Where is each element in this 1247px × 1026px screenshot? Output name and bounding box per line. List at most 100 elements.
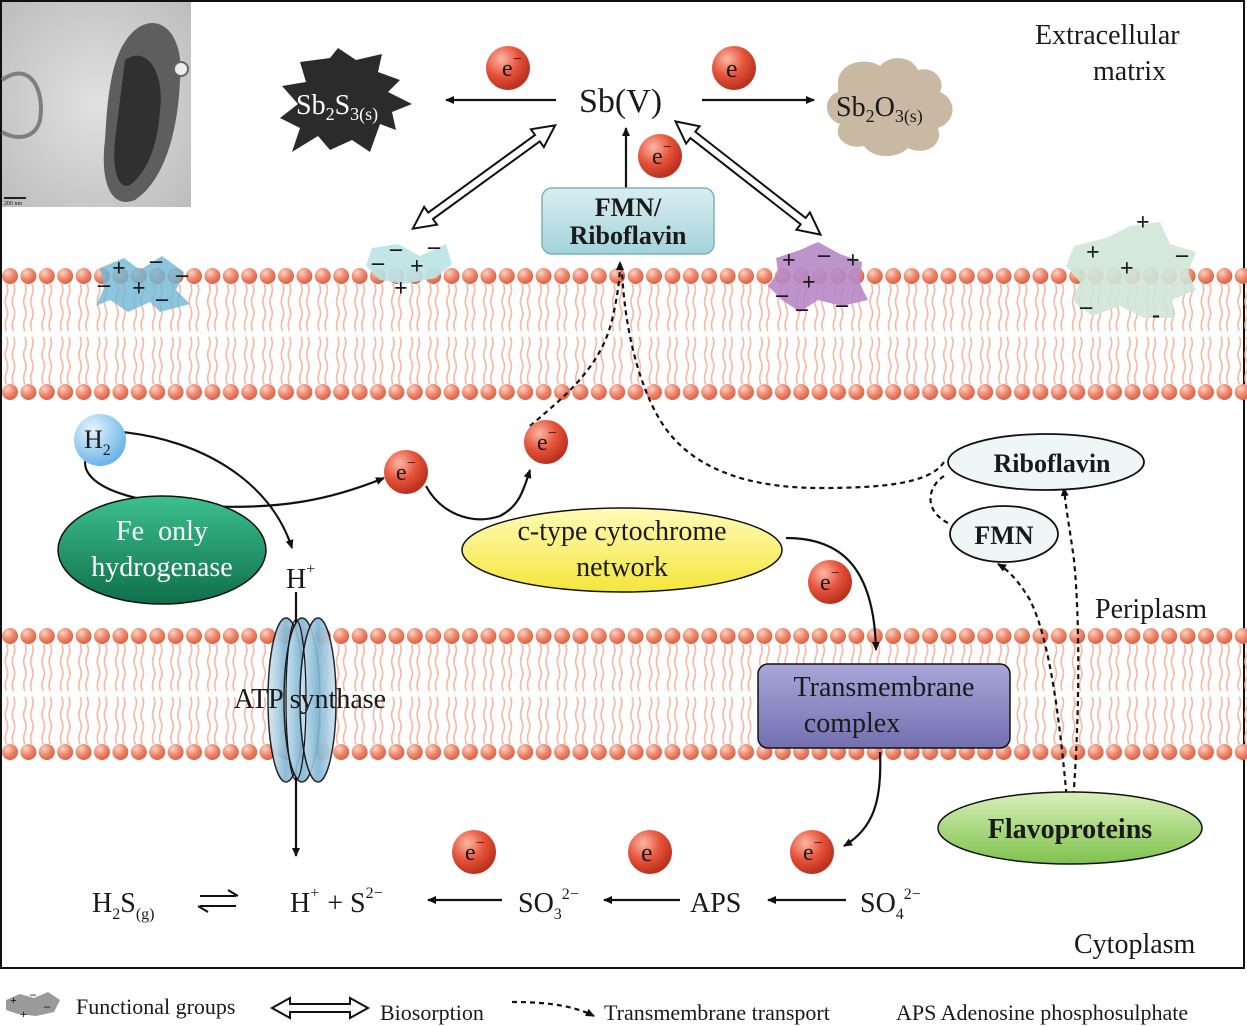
lipid-tail [114, 336, 119, 385]
electron-2: e [712, 46, 756, 90]
lipid-tail [232, 643, 237, 692]
lipid-tail [379, 696, 384, 745]
lipid-tail [850, 336, 855, 385]
h2-molecule: H2 [74, 414, 126, 466]
lipid-tail [416, 696, 421, 745]
lipid-tail [225, 336, 230, 385]
lipid-tail [593, 283, 598, 332]
lipid-head [480, 384, 497, 400]
lipid-tail [648, 643, 653, 692]
svg-text:–: – [389, 236, 403, 262]
electron-4-e: e [537, 430, 548, 456]
lipid-tail [464, 336, 469, 385]
lipid-head [1216, 744, 1233, 760]
electron-2-e: e [726, 54, 738, 83]
lipid-head [664, 268, 681, 284]
lipid-tail [1041, 643, 1046, 692]
lipid-tail [195, 643, 200, 692]
lipid-head [241, 268, 258, 284]
svg-text:–: – [155, 286, 169, 312]
lipid-tail [986, 283, 991, 332]
lipid-tail [1182, 336, 1187, 385]
lipid-tail [151, 696, 156, 745]
electron-9: e− [790, 830, 834, 874]
lipid-head [554, 384, 570, 400]
sb2s3-s: S [335, 90, 351, 121]
lipid-head [572, 268, 589, 284]
lipid-tail [158, 696, 163, 745]
lipid-head [664, 384, 681, 400]
lipid-tail [397, 283, 402, 332]
lipid-tail [703, 336, 708, 385]
lipid-head [480, 744, 497, 760]
lipid-tail [225, 283, 230, 332]
functional-group-1: + – – + – – [96, 248, 190, 312]
lipid-tail [140, 643, 145, 692]
lipid-head [2, 744, 18, 760]
lipid-tail [722, 283, 727, 332]
lipid-tail [894, 336, 899, 385]
lipid-tail [298, 283, 303, 332]
electron-5-e: e [396, 460, 407, 486]
lipid-tail [637, 643, 642, 692]
lipid-tail [655, 283, 660, 332]
svg-text:+: + [1136, 210, 1150, 236]
lipid-tail [280, 283, 285, 332]
lipid-head [130, 384, 147, 400]
lipid-tail [416, 336, 421, 385]
lipid-head [1234, 628, 1247, 644]
lipid-tail [1034, 696, 1039, 745]
legend-functional-groups-icon: + – – + [6, 987, 60, 1021]
lipid-tail [1133, 336, 1138, 385]
lipid-head [590, 384, 607, 400]
lipid-head [572, 744, 589, 760]
lipid-head [1216, 268, 1233, 284]
lipid-head [20, 268, 37, 284]
lipid-head [149, 384, 166, 400]
lipid-tail [876, 336, 881, 385]
svg-text:–: – [775, 282, 789, 308]
lipid-head [112, 744, 129, 760]
svg-text:e−: e− [652, 139, 672, 170]
lipid-tail [1152, 696, 1157, 745]
lipid-head [609, 268, 626, 284]
lipid-head [738, 744, 754, 760]
lipid-head [719, 384, 736, 400]
lipid-tail [1071, 283, 1076, 332]
lipid-tail [317, 283, 322, 332]
lipid-tail [66, 643, 71, 692]
sb2o3-o: O [875, 92, 895, 123]
lipid-tail [1189, 283, 1194, 332]
fmn-riboflavin-box: FMN/ Riboflavin [541, 187, 715, 255]
lipid-head [719, 628, 736, 644]
lipid-tail [1078, 696, 1083, 745]
lipid-tail [729, 643, 734, 692]
lipid-head [167, 628, 184, 644]
lipid-tail [409, 643, 414, 692]
lipid-tail [232, 336, 237, 385]
lipid-head [1161, 628, 1178, 644]
lipid-tail [729, 696, 734, 745]
lipid-tail [1053, 336, 1058, 385]
lipid-tail [1016, 336, 1021, 385]
atp-synthase-label: ATP synthase [234, 684, 386, 715]
lipid-head [609, 744, 626, 760]
lipid-tail [250, 696, 255, 745]
h2s-subg: (g) [136, 906, 155, 923]
lipid-tail [342, 696, 347, 745]
micrograph-scale-label: 200 nm [4, 201, 23, 207]
lipid-tail [949, 283, 954, 332]
lipid-head [554, 628, 570, 644]
lipid-tail [1207, 336, 1212, 385]
lipid-tail [4, 643, 9, 692]
sb2s3-sub2: 2 [326, 104, 335, 124]
lipid-tail [213, 336, 218, 385]
lipid-tail [648, 283, 653, 332]
region-periplasm: Periplasm [1095, 594, 1207, 625]
lipid-tail [409, 696, 414, 745]
lipid-tail [1016, 283, 1021, 332]
lipid-head [278, 268, 294, 284]
lipid-tail [692, 336, 697, 385]
lipid-head [1216, 384, 1233, 400]
riboflavin-ellipse: Riboflavin [947, 433, 1145, 491]
